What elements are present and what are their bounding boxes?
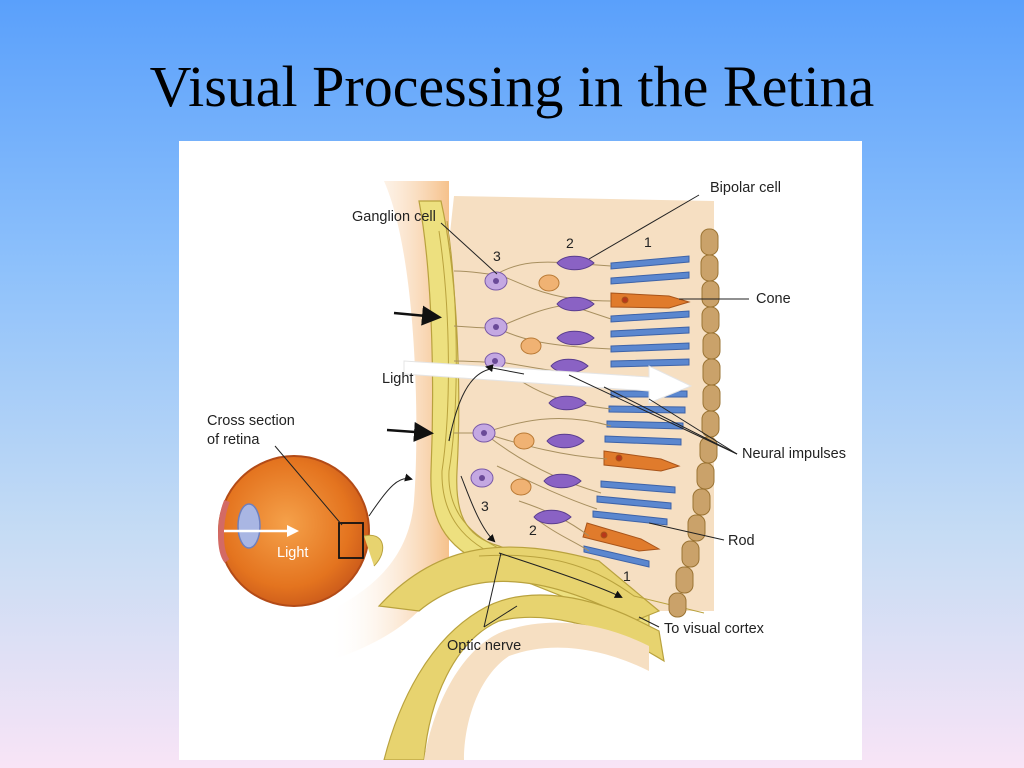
neural-impulse-paths xyxy=(448,364,623,598)
eye-illustration xyxy=(218,455,413,607)
label-to-visual-cortex: To visual cortex xyxy=(664,621,765,637)
rod-cells xyxy=(583,255,690,568)
label-light-main: Light xyxy=(382,371,413,387)
label-cone: Cone xyxy=(756,291,791,307)
number-top-1: 1 xyxy=(644,234,652,250)
label-cross-section-line1: Cross section xyxy=(207,413,295,429)
label-neural-impulses: Neural impulses xyxy=(742,446,846,462)
number-bottom-2: 2 xyxy=(529,522,537,538)
retina-diagram: Ganglion cell Bipolar cell Cone Light Cr… xyxy=(179,141,862,760)
slide-title: Visual Processing in the Retina xyxy=(149,54,875,119)
label-ganglion-cell: Ganglion cell xyxy=(352,209,436,225)
leader-lines xyxy=(274,194,749,628)
label-bipolar-cell: Bipolar cell xyxy=(710,180,781,196)
label-light-eye: Light xyxy=(277,545,308,561)
bipolar-cells xyxy=(533,255,595,525)
number-top-2: 2 xyxy=(566,235,574,251)
number-bottom-3: 3 xyxy=(481,498,489,514)
number-bottom-1: 1 xyxy=(623,568,631,584)
optic-nerve-bundle xyxy=(377,546,661,622)
label-cross-section-line2: of retina xyxy=(207,432,260,448)
number-top-3: 3 xyxy=(493,248,501,264)
cone-cells xyxy=(582,292,691,552)
pigment-epithelium xyxy=(668,228,721,618)
light-arrow xyxy=(403,360,693,404)
label-rod: Rod xyxy=(728,533,755,549)
amacrine-cells xyxy=(510,274,560,496)
label-optic-nerve: Optic nerve xyxy=(447,638,521,654)
